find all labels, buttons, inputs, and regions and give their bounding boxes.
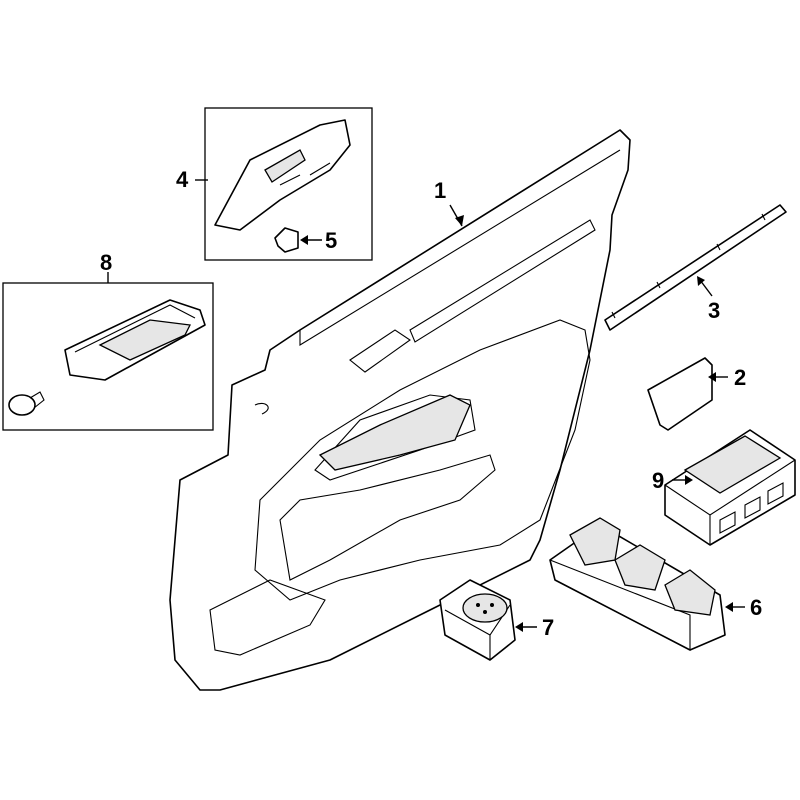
callout-4: 4	[176, 167, 189, 192]
callout-9: 9	[652, 468, 664, 493]
callout-7: 7	[542, 615, 554, 640]
trim-cover[interactable]	[647, 357, 713, 431]
detail-box-4-5	[204, 107, 373, 261]
bulb[interactable]	[8, 391, 45, 416]
callout-6: 6	[750, 595, 762, 620]
callout-8: 8	[100, 250, 112, 275]
callout-2: 2	[734, 365, 746, 390]
switch-bezel[interactable]	[214, 119, 351, 231]
callout-3: 3	[708, 298, 720, 323]
mirror-switch[interactable]	[439, 579, 516, 661]
callout-5: 5	[325, 228, 337, 253]
master-window-switch[interactable]	[549, 517, 726, 651]
window-switch-9[interactable]	[664, 429, 796, 546]
callout-1: 1	[434, 178, 446, 203]
leader-lines	[107, 179, 745, 632]
courtesy-lamp[interactable]	[64, 299, 206, 381]
clip[interactable]	[274, 227, 299, 253]
belt-molding-strip[interactable]	[604, 204, 787, 331]
